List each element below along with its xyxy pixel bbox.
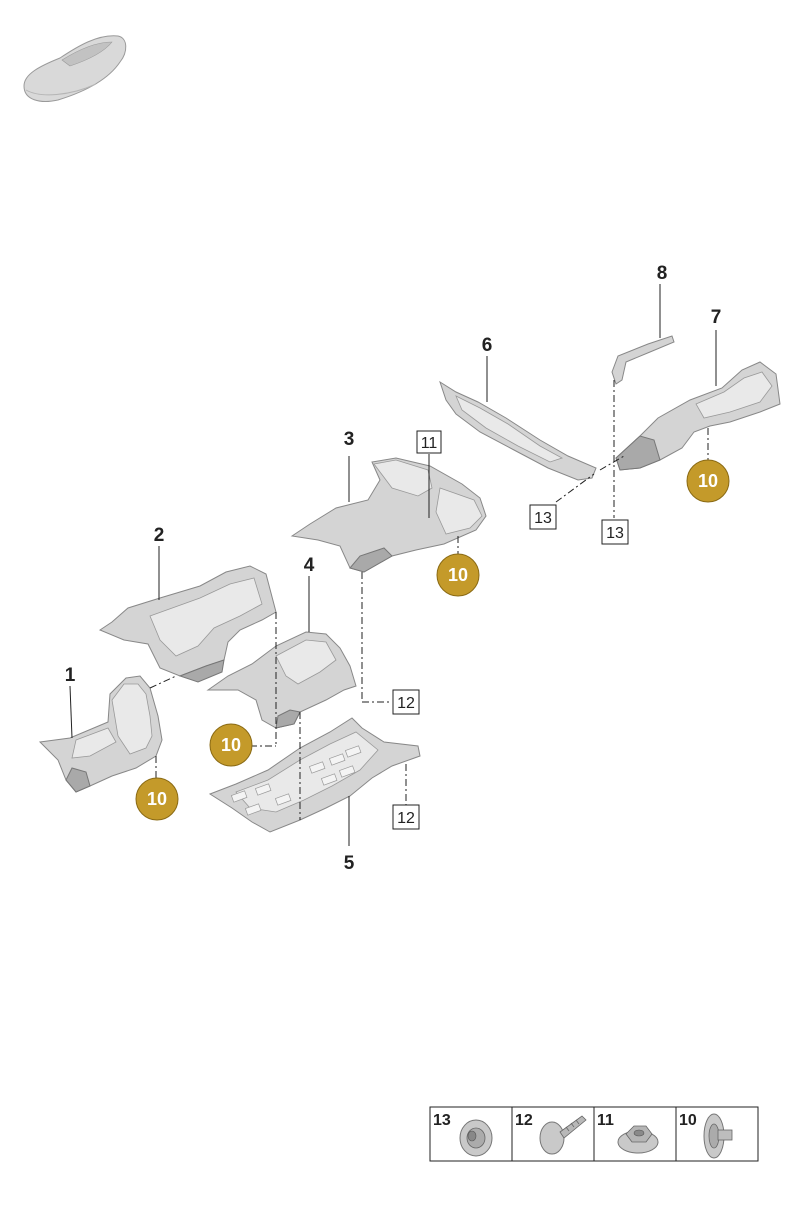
legend-item-12: 12 <box>515 1112 587 1155</box>
svg-text:11: 11 <box>597 1112 614 1129</box>
badge-10-part-3: 10 <box>436 553 480 597</box>
svg-text:10: 10 <box>147 789 167 809</box>
legend-item-10: 10 <box>679 1112 733 1159</box>
badge-10-part-7: 10 <box>686 459 730 503</box>
svg-text:11: 11 <box>421 435 438 452</box>
part-label-7: 7 <box>711 307 722 328</box>
legend-item-11: 11 <box>597 1112 659 1154</box>
boxed-callout-12-lower: 12 <box>392 804 420 830</box>
part-8-bracket <box>611 335 675 385</box>
svg-text:10: 10 <box>679 1112 697 1129</box>
boxed-callout-12-upper: 12 <box>392 689 420 715</box>
boxed-callout-11: 11 <box>416 430 442 454</box>
part-7-heat-shield <box>615 361 781 471</box>
screw-icon <box>539 1115 587 1155</box>
flange-nut-icon <box>459 1119 493 1157</box>
badge-10-part-4: 10 <box>209 723 253 767</box>
svg-text:13: 13 <box>606 525 624 542</box>
assembly-lines <box>149 380 709 820</box>
part-label-2: 2 <box>154 525 165 546</box>
svg-text:13: 13 <box>433 1112 451 1129</box>
part-label-3: 3 <box>344 429 355 450</box>
svg-text:12: 12 <box>397 695 415 712</box>
part-label-4: 4 <box>304 555 315 576</box>
part-label-6: 6 <box>482 335 493 356</box>
part-label-1: 1 <box>65 665 76 686</box>
part-5-underbody-panel <box>208 717 421 833</box>
part-1-heat-shield <box>38 675 163 793</box>
car-silhouette-icon <box>23 35 127 102</box>
boxed-callout-13-left: 13 <box>529 504 557 530</box>
part-label-8: 8 <box>657 263 668 284</box>
svg-text:12: 12 <box>515 1112 533 1129</box>
hardware-legend: 13 12 11 <box>429 1106 759 1162</box>
part-label-5: 5 <box>344 853 355 874</box>
part-4-heat-shield <box>206 631 357 729</box>
leader-lines <box>69 284 717 846</box>
part-3-heat-shield <box>290 457 487 573</box>
svg-text:10: 10 <box>448 565 468 585</box>
boxed-callout-13-right: 13 <box>601 519 629 545</box>
svg-text:10: 10 <box>698 471 718 491</box>
svg-text:10: 10 <box>221 735 241 755</box>
svg-text:13: 13 <box>534 510 552 527</box>
legend-item-13: 13 <box>433 1112 493 1157</box>
part-6-heat-shield-strip <box>439 380 597 481</box>
svg-text:12: 12 <box>397 810 415 827</box>
badge-10-part-1: 10 <box>135 777 179 821</box>
part-2-heat-shield <box>98 565 277 683</box>
hex-nut-icon <box>617 1125 659 1154</box>
clip-nut-icon <box>703 1113 733 1159</box>
